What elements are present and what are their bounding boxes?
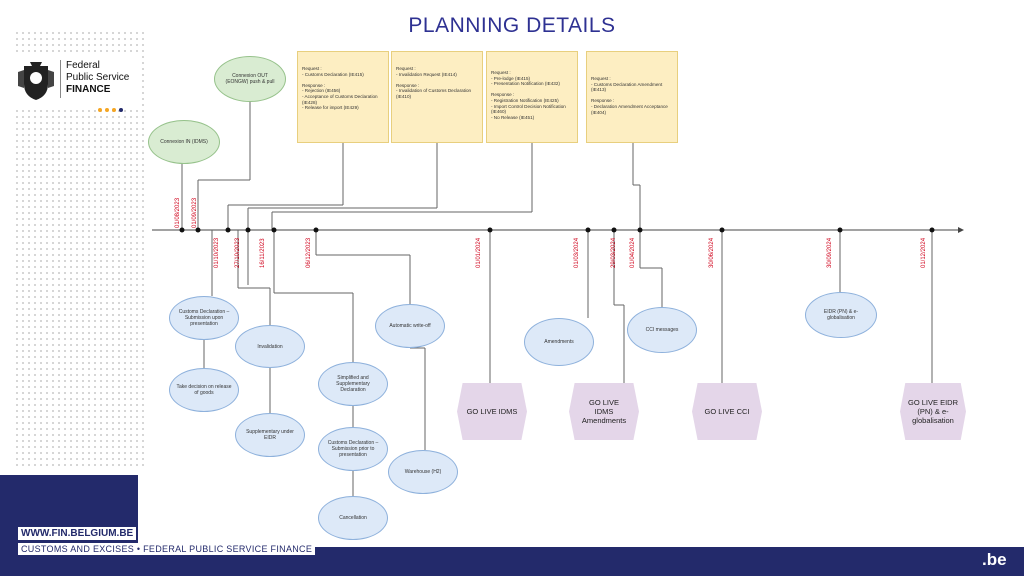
date-label: 01/04/2024 xyxy=(630,237,636,268)
golive-eidr: GO LIVE EIDR (PN) & e-globalisation xyxy=(900,383,966,440)
footer-tagline: CUSTOMS AND EXCISES • FEDERAL PUBLIC SER… xyxy=(18,543,316,555)
logo-divider xyxy=(60,60,61,98)
request-box-prelodge: Request : - Pre-lodge (IE415) - Presenta… xyxy=(486,51,578,143)
date-label: 01/09/2023 xyxy=(192,197,198,228)
page-title: PLANNING DETAILS xyxy=(408,14,616,37)
node-amendments: Amendments xyxy=(524,318,594,366)
node-connexion-in: Connexion IN (IDMS) xyxy=(148,120,220,164)
node-cancellation: Cancellation xyxy=(318,496,388,540)
date-label: 01/08/2023 xyxy=(175,197,181,228)
golive-idms: GO LIVE IDMS xyxy=(457,383,527,440)
node-warehouse: Warehouse (H2) xyxy=(388,450,458,494)
date-label: 01/10/2023 xyxy=(214,237,220,268)
date-label: 01/12/2024 xyxy=(921,237,927,268)
date-label: 27/10/2023 xyxy=(235,237,241,268)
date-label: 16/11/2023 xyxy=(260,238,266,268)
date-label: 29/03/2024 xyxy=(611,237,617,268)
date-label: 01/01/2024 xyxy=(476,237,482,268)
node-customs-declaration-upon-presentation: Customs Declaration – Submission upon pr… xyxy=(169,296,239,340)
logo-text: Federal Public Service FINANCE xyxy=(66,60,130,95)
brand-dots xyxy=(98,108,123,112)
node-connexion-out: Connexion OUT (EONGW) push & pull xyxy=(214,56,286,102)
logo: Federal Public Service FINANCE xyxy=(14,56,138,106)
node-automatic-write-off: Automatic write-off xyxy=(375,304,445,348)
request-box-customs-declaration: Request : - Customs Declaration (IE415) … xyxy=(297,51,389,143)
node-invalidation: Invalidation xyxy=(235,325,305,368)
date-label: 30/06/2024 xyxy=(709,237,715,268)
node-customs-declaration-prior: Customs Declaration – Submission prior t… xyxy=(318,427,388,471)
be-logo: .be xyxy=(982,550,1007,569)
date-label: 30/09/2024 xyxy=(827,237,833,268)
node-eidr-eglobalisation: EIDR (PN) & e-globalisation xyxy=(805,292,877,338)
date-label: 06/12/2023 xyxy=(306,237,312,268)
belgian-crest-icon xyxy=(18,62,54,100)
request-box-invalidation: Request : - Invalidation Request (IE414)… xyxy=(391,51,483,143)
golive-cci: GO LIVE CCI xyxy=(692,383,762,440)
node-supplementary-eidr: Supplementary under EIDR xyxy=(235,413,305,457)
footer-url-link[interactable]: WWW.FIN.BELGIUM.BE xyxy=(18,527,137,540)
node-simplified-supplementary: Simplified and Supplementary Declaration xyxy=(318,362,388,406)
golive-idms-amendments: GO LIVE IDMS Amendments xyxy=(569,383,639,440)
node-release-decision: Take decision on release of goods xyxy=(169,368,239,412)
node-cci-messages: CCI messages xyxy=(627,307,697,353)
request-box-amendment: Request : - Customs Declaration Amendmen… xyxy=(586,51,678,143)
date-label: 01/03/2024 xyxy=(574,237,580,268)
